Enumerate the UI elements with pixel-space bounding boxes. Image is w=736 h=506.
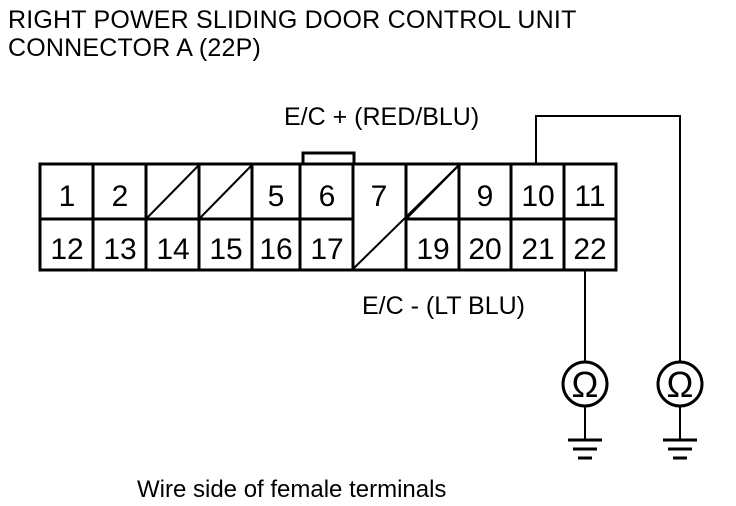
diagram-title-line-1: RIGHT POWER SLIDING DOOR CONTROL UNIT <box>8 6 577 34</box>
terminal-10: 10 <box>521 180 554 213</box>
top-row-terminals: 1 2 5 6 7 9 10 11 <box>59 180 606 213</box>
connector-lock-tab <box>301 151 356 164</box>
connector-outline <box>38 162 618 272</box>
ground-icon <box>568 438 602 460</box>
cell-dividers <box>91 164 566 270</box>
terminal-13: 13 <box>103 233 136 266</box>
diagram-caption: Wire side of female terminals <box>137 476 447 503</box>
terminal-22: 22 <box>573 233 606 266</box>
terminal-17: 17 <box>310 233 343 266</box>
ohmmeter-right: Ω <box>656 360 704 440</box>
bottom-row-terminals: 12 13 14 15 16 17 19 20 21 22 <box>50 233 606 266</box>
terminal-20: 20 <box>468 233 501 266</box>
terminal-7: 7 <box>371 180 388 213</box>
terminal-15: 15 <box>209 233 242 266</box>
ohmmeter-left: Ω <box>561 360 609 440</box>
terminal-16: 16 <box>259 233 292 266</box>
ec-plus-wire <box>535 115 681 362</box>
terminal-1: 1 <box>59 180 76 213</box>
ohm-icon: Ω <box>667 364 694 405</box>
terminal-2: 2 <box>112 180 129 213</box>
terminal-19: 19 <box>416 233 449 266</box>
terminal-5: 5 <box>268 180 285 213</box>
terminal-21: 21 <box>521 233 554 266</box>
diagram-title-line-2: CONNECTOR A (22P) <box>8 34 261 62</box>
unused-cavity-slashes <box>146 165 459 269</box>
terminal-12: 12 <box>50 233 83 266</box>
ground-icon <box>663 438 697 460</box>
terminal-14: 14 <box>156 233 189 266</box>
terminal-9: 9 <box>477 180 494 213</box>
terminal-11: 11 <box>574 180 605 213</box>
ec-plus-label: E/C + (RED/BLU) <box>284 103 480 131</box>
ohm-icon: Ω <box>572 364 599 405</box>
terminal-6: 6 <box>319 180 336 213</box>
ec-minus-label: E/C - (LT BLU) <box>362 292 525 320</box>
